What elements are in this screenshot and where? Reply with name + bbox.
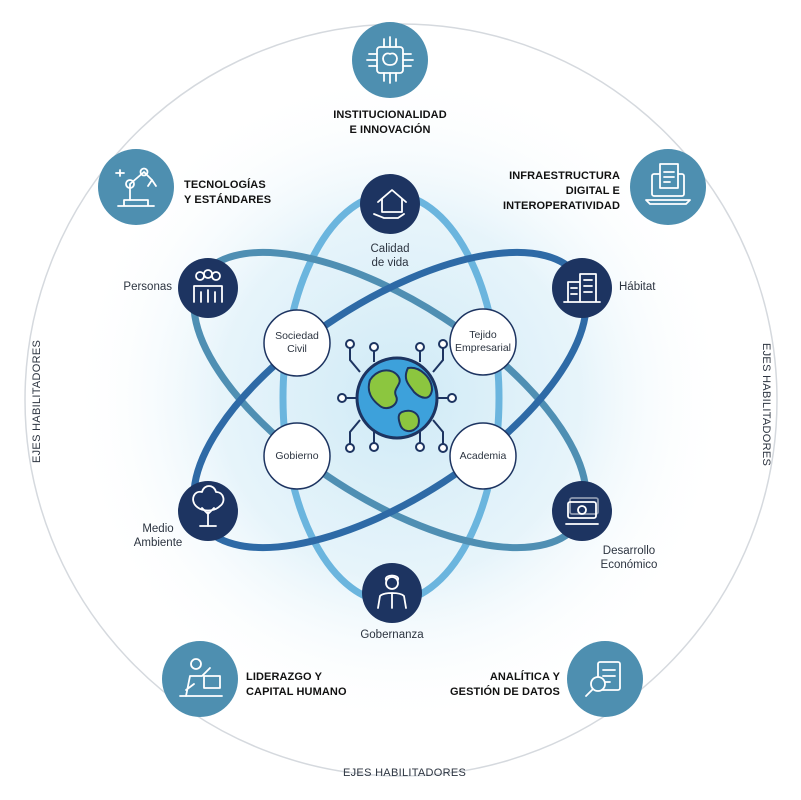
presenter-icon xyxy=(179,658,223,697)
enabler-label-tecnologias: TECNOLOGÍAS Y ESTÁNDARES xyxy=(184,179,272,206)
enabler-label-infraestructura: INFRAESTRUCTURA DIGITAL E INTEROPERATIVI… xyxy=(502,170,620,212)
enabler-node-tecnologias xyxy=(98,149,174,225)
actor-node-sociedad xyxy=(263,309,331,377)
money-icon xyxy=(565,497,599,525)
dimension-label-gobernanza: Gobernanza xyxy=(360,629,424,641)
dimension-node-personas xyxy=(178,258,238,318)
dimension-node-habitat xyxy=(552,258,612,318)
enabler-node-liderazgo xyxy=(162,641,238,717)
globe-connectors xyxy=(337,339,457,453)
people-icon xyxy=(193,269,223,303)
actor-label-academia: Academia xyxy=(459,449,507,462)
actor-node-gobierno xyxy=(263,422,331,490)
enabler-label-analitica: ANALÍTICA Y GESTIÓN DE DATOS xyxy=(450,671,560,698)
side-label-bottom: EJES HABILITADORES xyxy=(343,767,467,779)
actor-node-tejido xyxy=(449,308,517,376)
document-search-icon xyxy=(585,661,621,697)
house-hand-icon xyxy=(373,189,407,219)
enabler-label-institucionalidad: INSTITUCIONALIDAD E INNOVACIÓN xyxy=(333,109,447,136)
judge-icon xyxy=(377,574,407,609)
globe-network-icon xyxy=(355,356,439,440)
actor-label-tejido: Tejido Empresarial xyxy=(454,329,512,354)
dimension-label-habitat: Hábitat xyxy=(619,281,656,293)
tree-icon xyxy=(192,485,225,527)
laptop-document-icon xyxy=(645,163,691,205)
dimension-node-calidad xyxy=(360,174,420,234)
robot-arm-icon xyxy=(115,167,157,207)
actor-label-sociedad: Sociedad Civil xyxy=(275,330,319,355)
enabler-node-institucionalidad xyxy=(352,22,428,98)
dimension-label-medio: Medio Ambiente xyxy=(133,523,183,549)
actor-label-gobierno: Gobierno xyxy=(275,449,319,462)
chip-brain-icon xyxy=(366,36,414,84)
dimension-label-desarrollo: Desarrollo Económico xyxy=(600,545,658,571)
enabler-label-liderazgo: LIDERAZGO Y CAPITAL HUMANO xyxy=(246,671,347,698)
side-label-left: EJES HABILITADORES xyxy=(31,339,43,463)
actor-node-academia xyxy=(449,422,517,490)
side-label-right: EJES HABILITADORES xyxy=(760,343,772,467)
dimension-label-calidad: Calidad de vida xyxy=(370,243,410,269)
dimension-label-personas: Personas xyxy=(123,281,172,293)
dimension-node-desarrollo xyxy=(552,481,612,541)
enabler-node-analitica xyxy=(567,641,643,717)
buildings-icon xyxy=(563,273,601,303)
enabler-nodes xyxy=(98,22,706,717)
actor-nodes xyxy=(263,308,517,490)
